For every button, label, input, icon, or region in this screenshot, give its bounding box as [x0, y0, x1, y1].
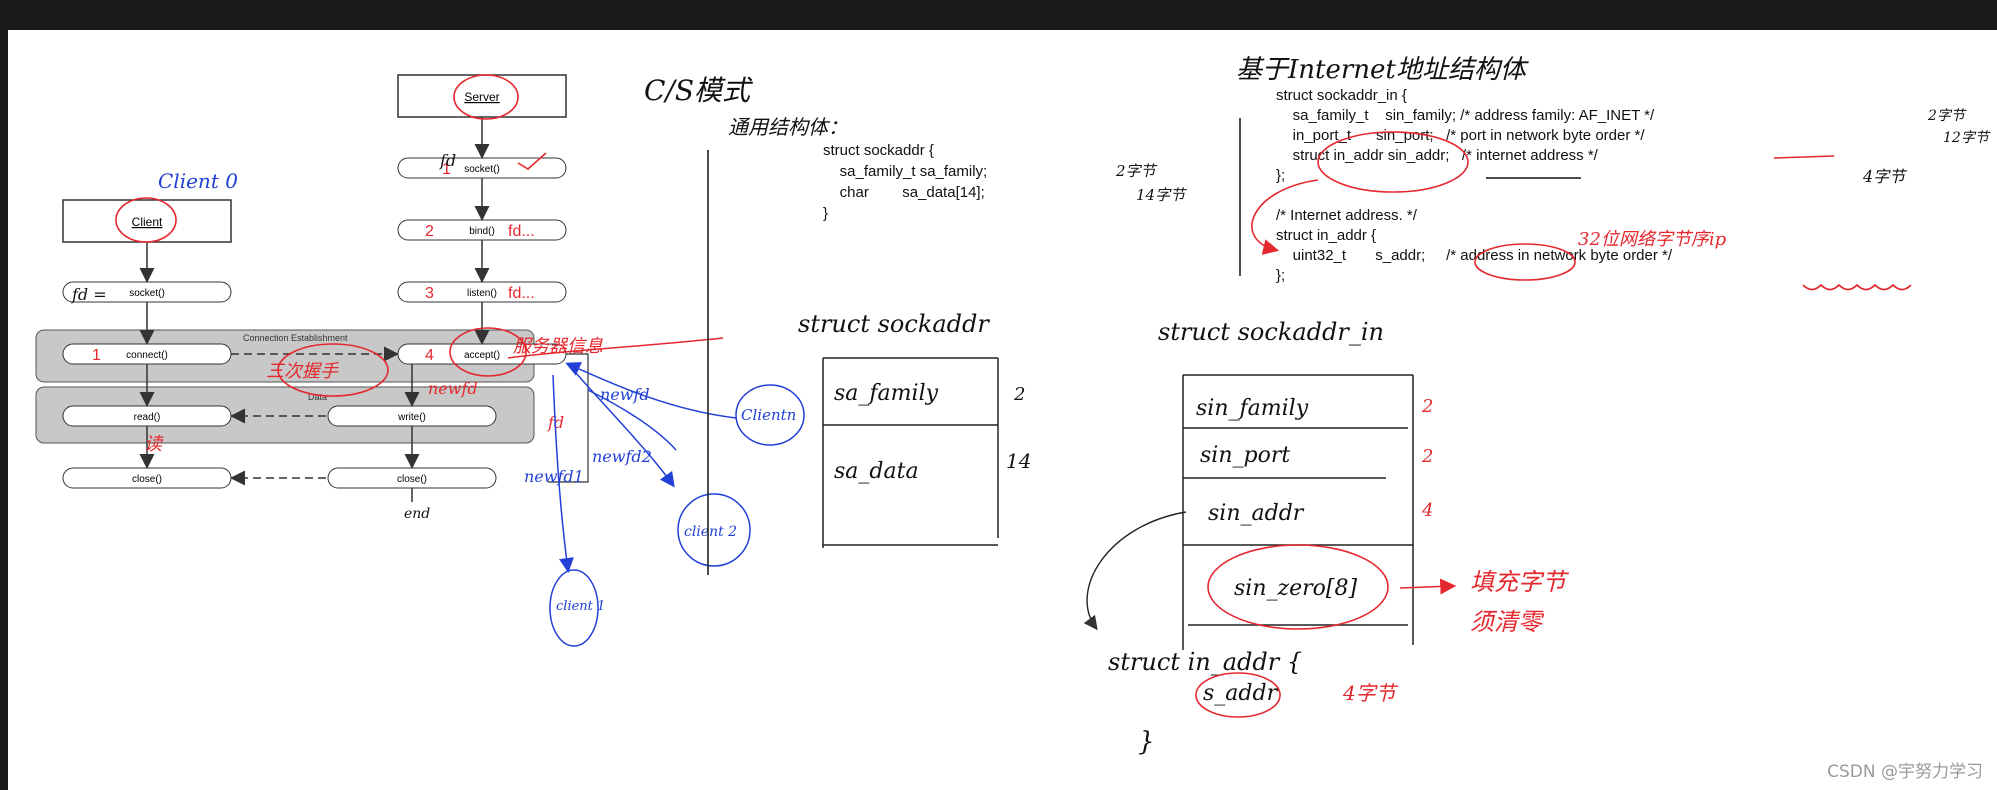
- code-line: in_port_t sin_port; /* port in network b…: [1276, 127, 1645, 144]
- table-sockaddr-in: [1182, 374, 1414, 650]
- client-label: Client: [132, 215, 163, 229]
- code-line: struct in_addr sin_addr; /* internet add…: [1276, 147, 1599, 164]
- code-line: char sa_data[14];: [823, 184, 985, 201]
- server-step-bind-label: bind(): [469, 226, 495, 237]
- blue-client-arrows: [549, 362, 805, 647]
- note-three-way: 三次握手: [266, 361, 339, 382]
- server-step-accept-label: accept(): [464, 350, 500, 361]
- note-bytes2-family: 2字节: [1927, 108, 1967, 124]
- code-line: /* Internet address. */: [1276, 207, 1418, 224]
- note-ip32: 32位网络字节序ip: [1578, 229, 1727, 250]
- note-fd-eq: fd =: [71, 285, 107, 304]
- code-line: struct sockaddr {: [823, 142, 934, 159]
- code-line: sa_family_t sa_family;: [823, 163, 987, 180]
- table-sockaddr-size: 14: [1006, 449, 1031, 473]
- client-server-flowchart: Connection Establishment Data Server Cli…: [35, 74, 589, 502]
- note-s-addr-bytes: 4字节: [1342, 681, 1399, 705]
- server-info-underline: [507, 337, 724, 359]
- note-bytes12: 12字节: [1943, 130, 1991, 146]
- label-struct-in-addr: struct in_addr {: [1108, 648, 1302, 676]
- server-step-write-label: write(): [397, 412, 426, 423]
- code-line: };: [1276, 267, 1285, 284]
- note-newfd1: newfd1: [524, 467, 584, 486]
- svg-text:1: 1: [92, 347, 101, 364]
- note-client0: Client 0: [158, 169, 238, 193]
- client-step-connect-label: connect(): [126, 350, 168, 361]
- note-newfd: newfd: [428, 379, 478, 398]
- padding-arrow: [1399, 578, 1457, 595]
- server-step-socket-label: socket(): [464, 164, 500, 175]
- table-sockaddr-in-size: 4: [1421, 500, 1433, 521]
- sin-addr-to-in-addr-arrow: [1083, 511, 1187, 631]
- label-struct-sockaddr: struct sockaddr: [798, 310, 990, 338]
- note-read: 读: [144, 434, 164, 455]
- note-bytes4: 4字节: [1862, 167, 1908, 186]
- s-addr-circle: [1195, 672, 1281, 718]
- band-connection-label: Connection Establishment: [243, 333, 348, 343]
- client-step-socket-label: socket(): [129, 288, 165, 299]
- table-sockaddr-field: sa_family: [834, 381, 939, 406]
- svg-text:fd...: fd...: [508, 285, 535, 302]
- table-sockaddr-in-field: sin_port: [1200, 443, 1290, 468]
- note-padding-1: 填充字节: [1470, 568, 1570, 596]
- table-sockaddr-field: sa_data: [834, 459, 919, 484]
- table-sockaddr-in-size: 2: [1421, 396, 1433, 417]
- watermark: CSDN @宇努力学习: [1827, 762, 1983, 782]
- note-end: end: [404, 506, 430, 522]
- table-sockaddr-size: 2: [1013, 384, 1025, 405]
- server-step-close-label: close(): [397, 474, 427, 485]
- label-struct-sockaddr-in: struct sockaddr_in: [1158, 318, 1384, 346]
- svg-text:3: 3: [425, 285, 434, 302]
- note-clientn: Clientn: [741, 406, 796, 424]
- code-line: struct in_addr {: [1276, 227, 1376, 244]
- note-bytes2: 2字节: [1115, 162, 1158, 180]
- svg-text:1: 1: [442, 161, 451, 178]
- server-step-listen-label: listen(): [467, 288, 497, 299]
- svg-text:2: 2: [425, 223, 434, 240]
- title-cs-mode: C/S模式: [644, 74, 754, 107]
- title-generic-struct: 通用结构体：: [728, 115, 848, 139]
- label-close-brace: }: [1138, 727, 1155, 757]
- note-fd-server: fd: [439, 151, 456, 170]
- whiteboard-canvas: Connection Establishment Data Server Cli…: [35, 55, 1991, 757]
- client-step-close-label: close(): [132, 474, 162, 485]
- table-sockaddr: [822, 357, 999, 548]
- sin-zero-circle: [1207, 544, 1389, 630]
- table-sockaddr-in-field: sin_zero[8]: [1234, 576, 1357, 601]
- note-newfdn: newfd: [600, 385, 650, 404]
- note-newfd2: newfd2: [592, 447, 652, 466]
- red-circles-flow: [115, 74, 547, 397]
- note-bytes14: 14字节: [1136, 186, 1187, 204]
- server-label: Server: [464, 90, 499, 104]
- note-padding-2: 须清零: [1470, 608, 1545, 636]
- note-client1: client 1: [556, 599, 605, 614]
- client-box: [62, 199, 232, 243]
- note-server-info: 服务器信息: [513, 336, 603, 357]
- label-s-addr: s_addr: [1203, 681, 1279, 706]
- flow-arrows: [139, 117, 589, 502]
- note-client2: client 2: [684, 524, 737, 540]
- red-circles-code: [1251, 131, 1912, 291]
- step-number-annotations: 1 2 3 4 1 fd... fd...: [92, 161, 535, 364]
- svg-text:4: 4: [425, 347, 434, 364]
- table-sockaddr-in-size: 2: [1421, 446, 1433, 467]
- code-sockaddr-in: struct sockaddr_in { sa_family_t sin_fam…: [1276, 87, 1673, 284]
- whiteboard: Connection Establishment Data Server Cli…: [8, 30, 1997, 790]
- code-line: };: [1276, 167, 1285, 184]
- code-line: uint32_t s_addr; /* address in network b…: [1276, 247, 1673, 264]
- title-internet-struct: 基于Internet地址结构体: [1236, 55, 1529, 85]
- table-sockaddr-in-field: sin_family: [1196, 396, 1309, 421]
- band-data-label: Data: [308, 392, 327, 402]
- client-step-read-label: read(): [134, 412, 161, 423]
- code-line: struct sockaddr_in {: [1276, 87, 1407, 104]
- svg-text:fd...: fd...: [508, 223, 535, 240]
- code-line: sa_family_t sin_family; /* address famil…: [1276, 107, 1655, 124]
- code-line: }: [823, 205, 828, 222]
- code-sockaddr: struct sockaddr { sa_family_t sa_family;…: [823, 142, 987, 222]
- table-sockaddr-in-field: sin_addr: [1208, 501, 1305, 526]
